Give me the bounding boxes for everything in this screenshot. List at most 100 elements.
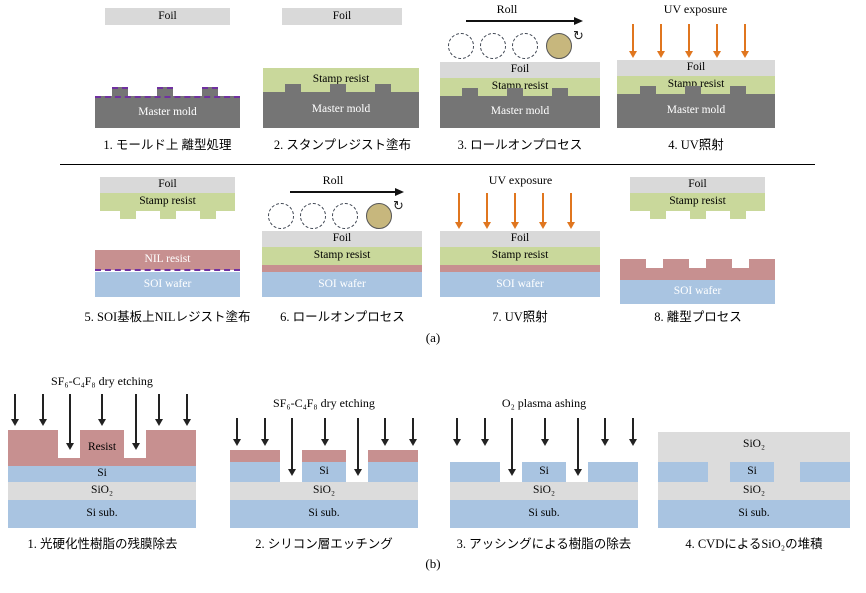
mold-tooth xyxy=(112,87,128,96)
caption-a8: 8. 離型プロセス xyxy=(654,310,742,324)
etch-arrow xyxy=(65,394,74,450)
b2-si-island xyxy=(230,462,280,482)
roller-path-circle xyxy=(512,33,538,59)
a4-foil-layer: Foil xyxy=(617,60,775,76)
a8-imprinted-resist-base xyxy=(620,268,775,280)
b1-resist-block xyxy=(8,430,58,466)
roll-direction-arrow xyxy=(466,17,583,24)
mold-tooth xyxy=(552,88,568,96)
etch-arrow xyxy=(380,418,389,446)
a4-master-mold-layer: Master mold xyxy=(617,94,775,128)
uv-arrow xyxy=(712,24,721,58)
etch-arrow xyxy=(38,394,47,426)
resist-cap xyxy=(230,450,280,462)
b2-si-sub-layer: Si sub. xyxy=(230,500,418,528)
b4-si-island xyxy=(800,462,850,482)
uv-arrow xyxy=(538,193,547,229)
b2-si-island: Si xyxy=(302,462,346,482)
a3-foil-layer: Foil xyxy=(440,62,600,78)
ashing-arrow xyxy=(540,418,549,446)
b1-etch-label: SF₆-C₄F₈ dry etching xyxy=(51,374,153,388)
ashing-arrow xyxy=(452,418,461,446)
imprinted-resist-ridge xyxy=(706,259,732,268)
mold-tooth xyxy=(285,84,301,92)
b3-si-island xyxy=(588,462,638,482)
caption-a3: 3. ロールオンプロセス xyxy=(457,138,583,152)
roller-icon xyxy=(546,33,572,59)
roller-icon xyxy=(366,203,392,229)
stamp-tooth xyxy=(120,211,136,219)
ashing-arrow xyxy=(628,418,637,446)
a6-foil-layer: Foil xyxy=(262,231,422,247)
imprinted-resist-ridge xyxy=(620,259,646,268)
b3-si-island xyxy=(450,462,500,482)
b2-sio2-layer: SiO₂ xyxy=(230,482,418,500)
a7-nil-resist-layer xyxy=(440,265,600,272)
etch-arrow xyxy=(408,418,417,446)
residual-resist xyxy=(58,458,80,466)
panel-a-label: (a) xyxy=(425,330,441,345)
a2-master-mold-layer: Master mold xyxy=(263,92,419,128)
b3-si-sub-layer: Si sub. xyxy=(450,500,638,528)
etch-arrow xyxy=(320,418,329,446)
a7-foil-layer: Foil xyxy=(440,231,600,247)
b4-si-island xyxy=(658,462,708,482)
etch-arrow xyxy=(232,418,241,446)
mold-tooth xyxy=(730,86,746,94)
mold-tooth xyxy=(375,84,391,92)
stamp-tooth xyxy=(690,211,706,219)
caption-b4: 4. CVDによるSiO₂の堆積 xyxy=(685,537,823,551)
ashing-arrow xyxy=(507,418,516,476)
a7-soi-wafer-layer: SOI wafer xyxy=(440,272,600,297)
b4-sio2-bottom-label: SiO₂ xyxy=(743,484,765,496)
resist-cap xyxy=(368,450,418,462)
roll-direction-arrow xyxy=(290,188,404,195)
etch-arrow xyxy=(182,394,191,426)
uv-arrow xyxy=(684,24,693,58)
ashing-arrow xyxy=(480,418,489,446)
mold-tooth xyxy=(462,88,478,96)
a5-foil-layer: Foil xyxy=(100,177,235,193)
mold-tooth xyxy=(685,86,701,94)
a3-roll-label: Roll xyxy=(496,2,518,16)
a7-uv-exposure-label: UV exposure xyxy=(488,173,553,187)
panel-b-label: (b) xyxy=(425,556,441,571)
a1-master-mold-layer: Master mold xyxy=(95,96,240,128)
etch-arrow xyxy=(97,394,106,426)
etch-arrow xyxy=(260,418,269,446)
roller-path-circle xyxy=(332,203,358,229)
b3-si-island: Si xyxy=(522,462,566,482)
a8-foil-layer: Foil xyxy=(630,177,765,193)
imprinted-resist-ridge xyxy=(749,259,775,268)
a4-uv-exposure-label: UV exposure xyxy=(663,2,728,16)
uv-arrow xyxy=(656,24,665,58)
a5-soi-wafer-layer: SOI wafer xyxy=(95,272,240,297)
a5-nil-resist-layer: NIL resist xyxy=(95,250,240,270)
b1-resist-block xyxy=(146,430,196,466)
uv-arrow xyxy=(566,193,575,229)
stamp-tooth xyxy=(650,211,666,219)
b4-sio2-top-label: SiO₂ xyxy=(743,438,765,450)
b1-si-layer: Si xyxy=(8,466,196,482)
row-divider-line xyxy=(60,164,815,165)
caption-a6: 6. ロールオンプロセス xyxy=(280,310,405,324)
mold-tooth xyxy=(507,88,523,96)
a8-soi-wafer-layer: SOI wafer xyxy=(620,280,775,304)
etch-arrow xyxy=(154,394,163,426)
roller-path-circle xyxy=(268,203,294,229)
a5-stamp-resist-layer: Stamp resist xyxy=(100,193,235,211)
rotation-arrow-icon: ↻ xyxy=(573,29,584,44)
a6-roll-label: Roll xyxy=(322,173,344,187)
b1-sio2-layer: SiO₂ xyxy=(8,482,196,500)
caption-a5: 5. SOI基板上NILレジスト塗布 xyxy=(84,310,251,324)
roller-path-circle xyxy=(300,203,326,229)
uv-arrow xyxy=(482,193,491,229)
resist-cap xyxy=(302,450,346,462)
b2-etch-label: SF₆-C₄F₈ dry etching xyxy=(273,396,375,410)
uv-arrow xyxy=(740,24,749,58)
etch-arrow xyxy=(10,394,19,426)
a6-soi-wafer-layer: SOI wafer xyxy=(262,272,422,297)
a3-master-mold-layer: Master mold xyxy=(440,96,600,128)
b4-si-sub-layer: Si sub. xyxy=(658,500,850,528)
